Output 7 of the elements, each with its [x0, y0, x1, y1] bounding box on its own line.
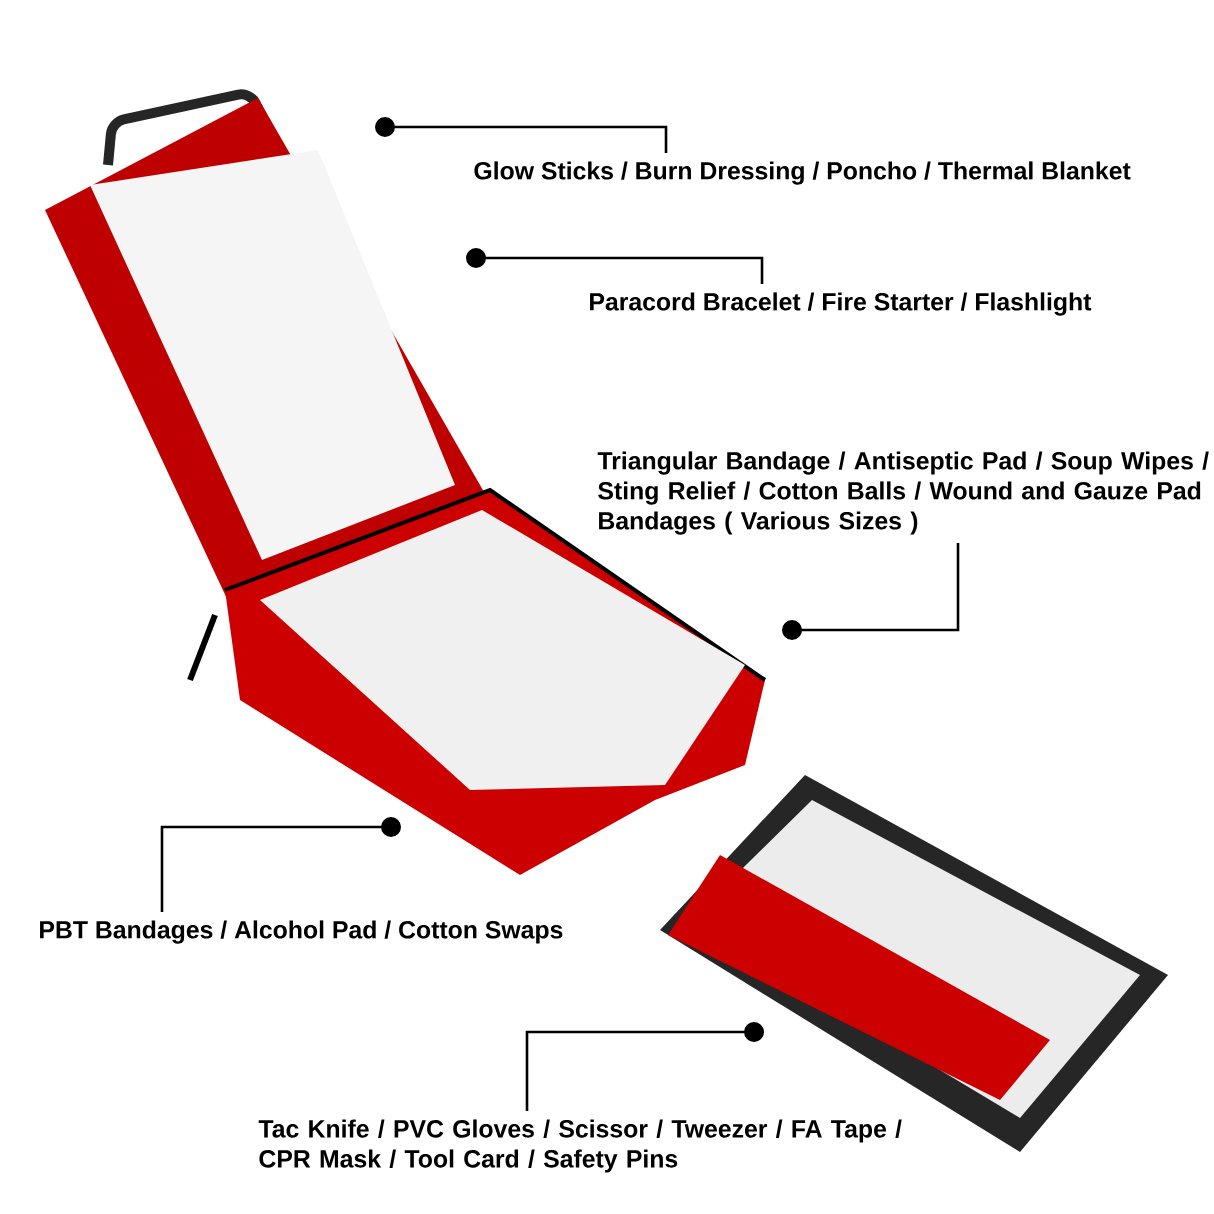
leader-line — [160, 817, 401, 912]
leader-line — [782, 543, 960, 640]
leader-line — [375, 117, 668, 153]
leader-line — [525, 1022, 764, 1112]
callout-text: Triangular Bandage / Antiseptic Pad / Soup Wipes / Sting Relief / Cotton Balls / Wound and Gauze Pad Bandages ( Various Sizes ) — [597, 451, 1209, 535]
callout-text: Tac Knife / PVC Gloves / Scissor / Tweezer / FA Tape / CPR Mask / Tool Card / Safety Pins — [258, 1119, 902, 1173]
leader-line — [466, 248, 764, 284]
